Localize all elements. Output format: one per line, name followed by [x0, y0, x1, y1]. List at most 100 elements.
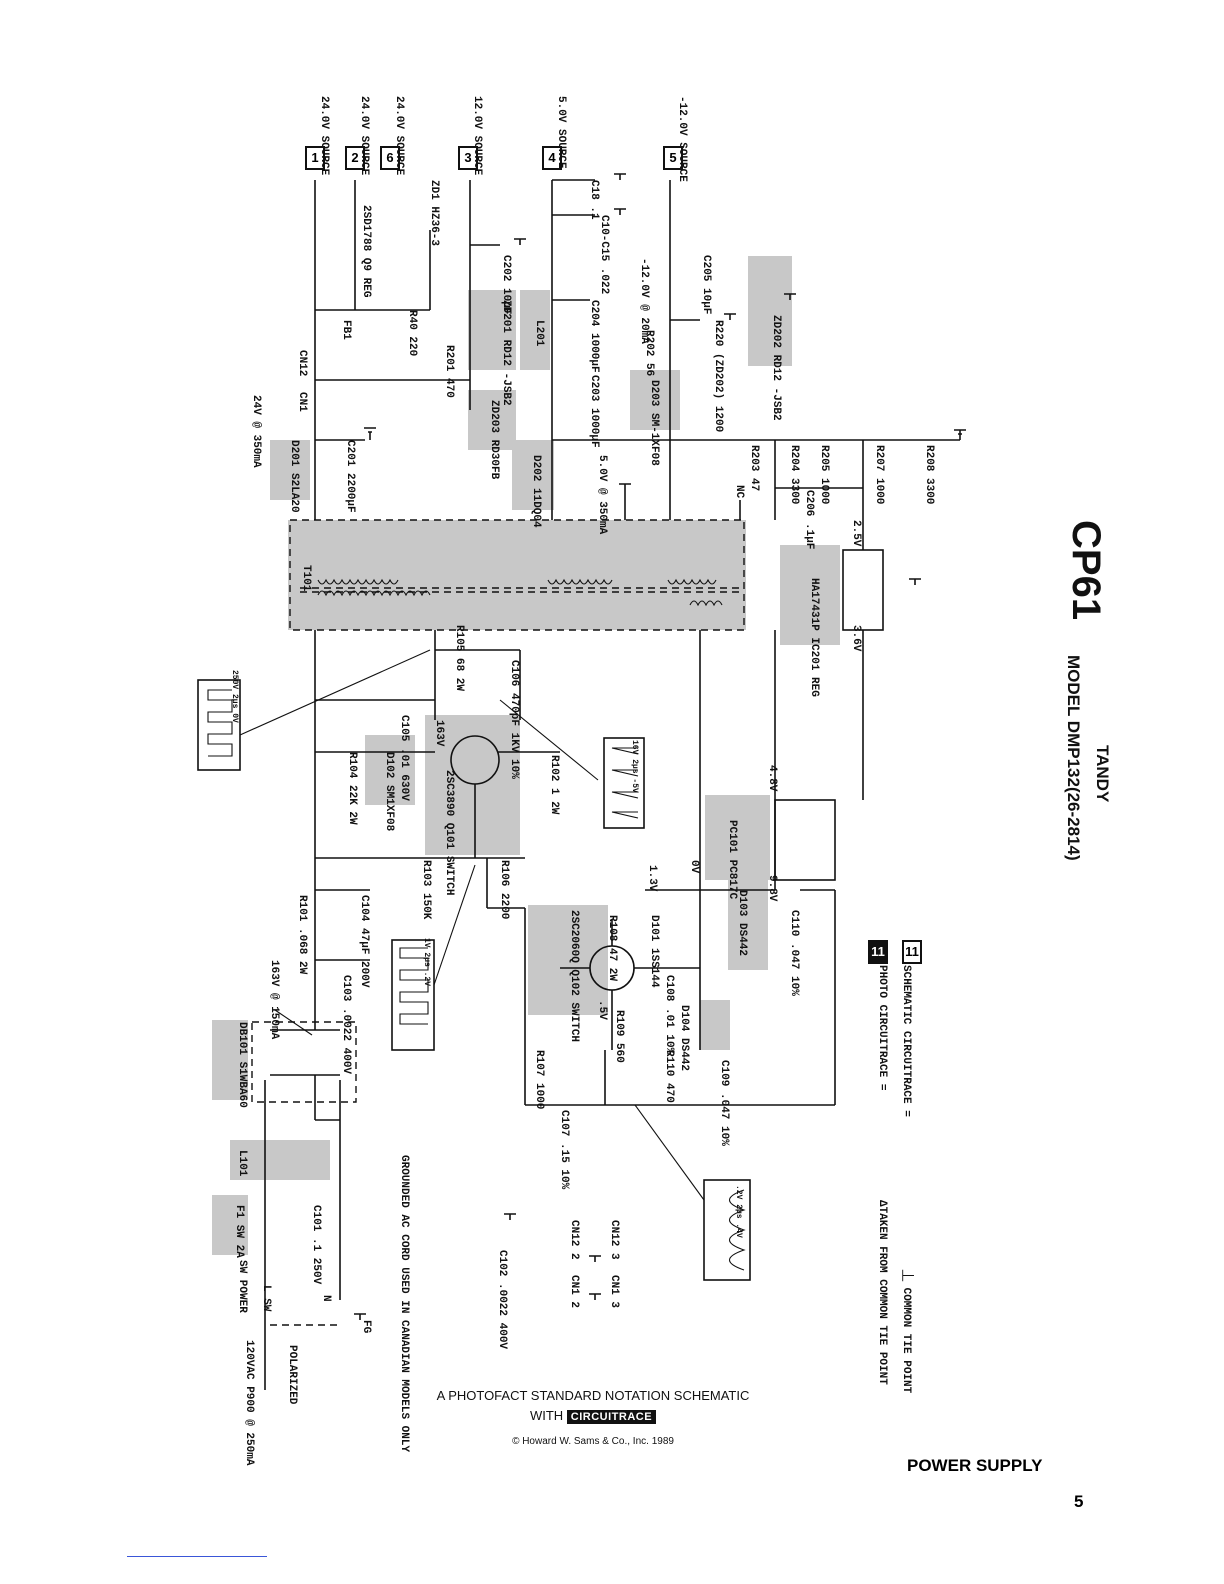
cn1-2-label: CN1 2 [568, 1275, 580, 1309]
legend-taken-from: ΔTAKEN FROM COMMON TIE POINT [876, 1200, 888, 1385]
wave3-label: 1V 2µs .2V [422, 938, 431, 987]
grounded-label: GROUNDED AC CORD USED IN CANADIAN MODELS… [398, 1155, 410, 1453]
wave2-label: 16V 2µs -5V [630, 740, 639, 793]
c201-label: C201 2200µF [344, 440, 356, 513]
d102-label: D102 SM1XF08 [383, 752, 395, 832]
r109-label: R109 560 [613, 1010, 625, 1063]
cn12-3-label: CN12 3 [608, 1220, 620, 1260]
circuitrace-logo: CIRCUITRACE [566, 1410, 657, 1424]
v163b-label: 163V [433, 720, 445, 747]
cn1-label: CN1 [296, 392, 308, 412]
t101-windings [300, 578, 740, 607]
with-circuitrace: WITH CIRCUITRACE [418, 1408, 768, 1424]
nc-label: NC [733, 485, 745, 499]
legend-photo-box: 11 [868, 940, 888, 964]
legend-schematic-box: 11 [902, 940, 922, 964]
fb1-label: FB1 [340, 320, 352, 340]
r108-label: R108 47 2W [606, 915, 618, 982]
r201-label: R201 470 [443, 345, 455, 398]
r105-label: R105 68 2W [453, 625, 465, 692]
terminal-5: 5 [663, 146, 683, 170]
r101-label: R101 .068 2W [296, 895, 308, 975]
cn12-label: CN12 [296, 350, 308, 377]
cn12-2-label: CN12 2 [568, 1220, 580, 1260]
underline-mark [127, 1556, 267, 1557]
r40-label: R40 220 [406, 310, 418, 357]
t101-label: T101 [300, 565, 312, 592]
v24-label: 24V @ 350mA [250, 395, 262, 468]
cn1-3-label: CN1 3 [608, 1275, 620, 1309]
r208-label: R208 3300 [923, 445, 935, 505]
ac-in-label: 120VAC P900 @ 250mA [243, 1340, 255, 1466]
q102-label: 2SC2060Q Q102 SWITCH [568, 910, 580, 1043]
legend-common-tie: ⏊ COMMON TIE POINT [900, 1270, 912, 1394]
with-label: WITH [529, 1408, 564, 1423]
r107-label: R107 1000 [533, 1050, 545, 1110]
terminal-1: 1 [305, 146, 325, 170]
t101-outline [289, 519, 745, 631]
d103-label: D103 DS442 [736, 890, 748, 957]
output-6-label: 24.0V SOURCE [393, 96, 405, 176]
c204-label: C204 1000µF [588, 300, 600, 373]
output-3-label: 12.0V SOURCE [471, 96, 483, 176]
r204-label: R204 3300 [788, 445, 800, 505]
fg-label: FG [360, 1320, 372, 1334]
ic201-label: HA17431P IC201 REG [808, 578, 820, 697]
l201-label: L201 [533, 320, 545, 347]
r203-label: R203 47 [748, 445, 760, 492]
page-number: 5 [1074, 1492, 1084, 1511]
terminal-4: 4 [542, 146, 562, 170]
c108-label: C108 .01 10% [663, 975, 675, 1055]
c109-label: C109 .047 10% [718, 1060, 730, 1146]
v36-label: 3.6V [850, 625, 862, 652]
polarized-label: POLARIZED [286, 1345, 298, 1405]
zd202-label: ZD202 RD12 -JSB2 [770, 315, 782, 421]
f1-label: F1 SW 2A [233, 1205, 245, 1258]
v13-label: 1.3V [646, 865, 658, 892]
c107-label: C107 .15 10% [558, 1110, 570, 1190]
c206-label: C206 .1µF [803, 490, 815, 550]
sw-power-label: SW POWER [236, 1260, 248, 1313]
r102-label: R102 1 2W [548, 755, 560, 815]
section-title: POWER SUPPLY [907, 1456, 1043, 1475]
r104-label: R104 22K 2W [346, 752, 358, 825]
wave1-label: 250V 2µs 0V [230, 670, 239, 723]
c104-label: C104 47µF 200V [358, 895, 370, 988]
ground-symbols [354, 173, 966, 1320]
r110-label: R110 470 [663, 1050, 675, 1103]
output-5-label: -12.0V SOURCE [676, 96, 688, 182]
terminal-3: 3 [458, 146, 478, 170]
db101-label: DB101 S1WBA60 [236, 1022, 248, 1108]
v5-label: 5.0V @ 350mA [596, 455, 608, 535]
v98-label: 9.8V [766, 875, 778, 902]
c106-label: C106 470pF 1KV 10% [508, 660, 520, 779]
v-q102-label: .5V [596, 1000, 608, 1020]
l-sw-label: L SW [260, 1285, 272, 1312]
v163-label: 163V @ 150mA [268, 960, 280, 1040]
output-4-label: 5.0V SOURCE [555, 96, 567, 169]
c110-label: C110 .047 10% [788, 910, 800, 996]
v48-label: 4.8V [766, 765, 778, 792]
terminal-6: 6 [380, 146, 400, 170]
v0-label: 0V [688, 860, 700, 874]
r202-label: R202 56 [643, 330, 655, 377]
d202-label: D202 11DQ04 [530, 455, 542, 528]
d201-label: D201 S2LA20 [288, 440, 300, 513]
r103-label: R103 150K [420, 860, 432, 920]
output-2-label: 24.0V SOURCE [358, 96, 370, 176]
n-label: N [320, 1295, 332, 1302]
copyright: © Howard W. Sams & Co., Inc. 1989 [512, 1436, 674, 1447]
c102-label: C102 .0022 400V [496, 1250, 508, 1350]
q101-label: 2SC3890 Q101 SWITCH [443, 770, 455, 896]
c203-label: C203 1000µF [588, 375, 600, 448]
d101-label: D101 1SS144 [648, 915, 660, 988]
l101-label: L101 [236, 1150, 248, 1177]
v25-label: 2.5V [850, 520, 862, 547]
r205-label: R205 1000 [818, 445, 830, 505]
brand-name: TANDY [1093, 745, 1112, 803]
zd201-label: ZD201 RD12 -JSB2 [500, 300, 512, 406]
r207-label: R207 1000 [873, 445, 885, 505]
c10-label: C10-C15 .022 [598, 215, 610, 295]
output-1-label: 24.0V SOURCE [318, 96, 330, 176]
